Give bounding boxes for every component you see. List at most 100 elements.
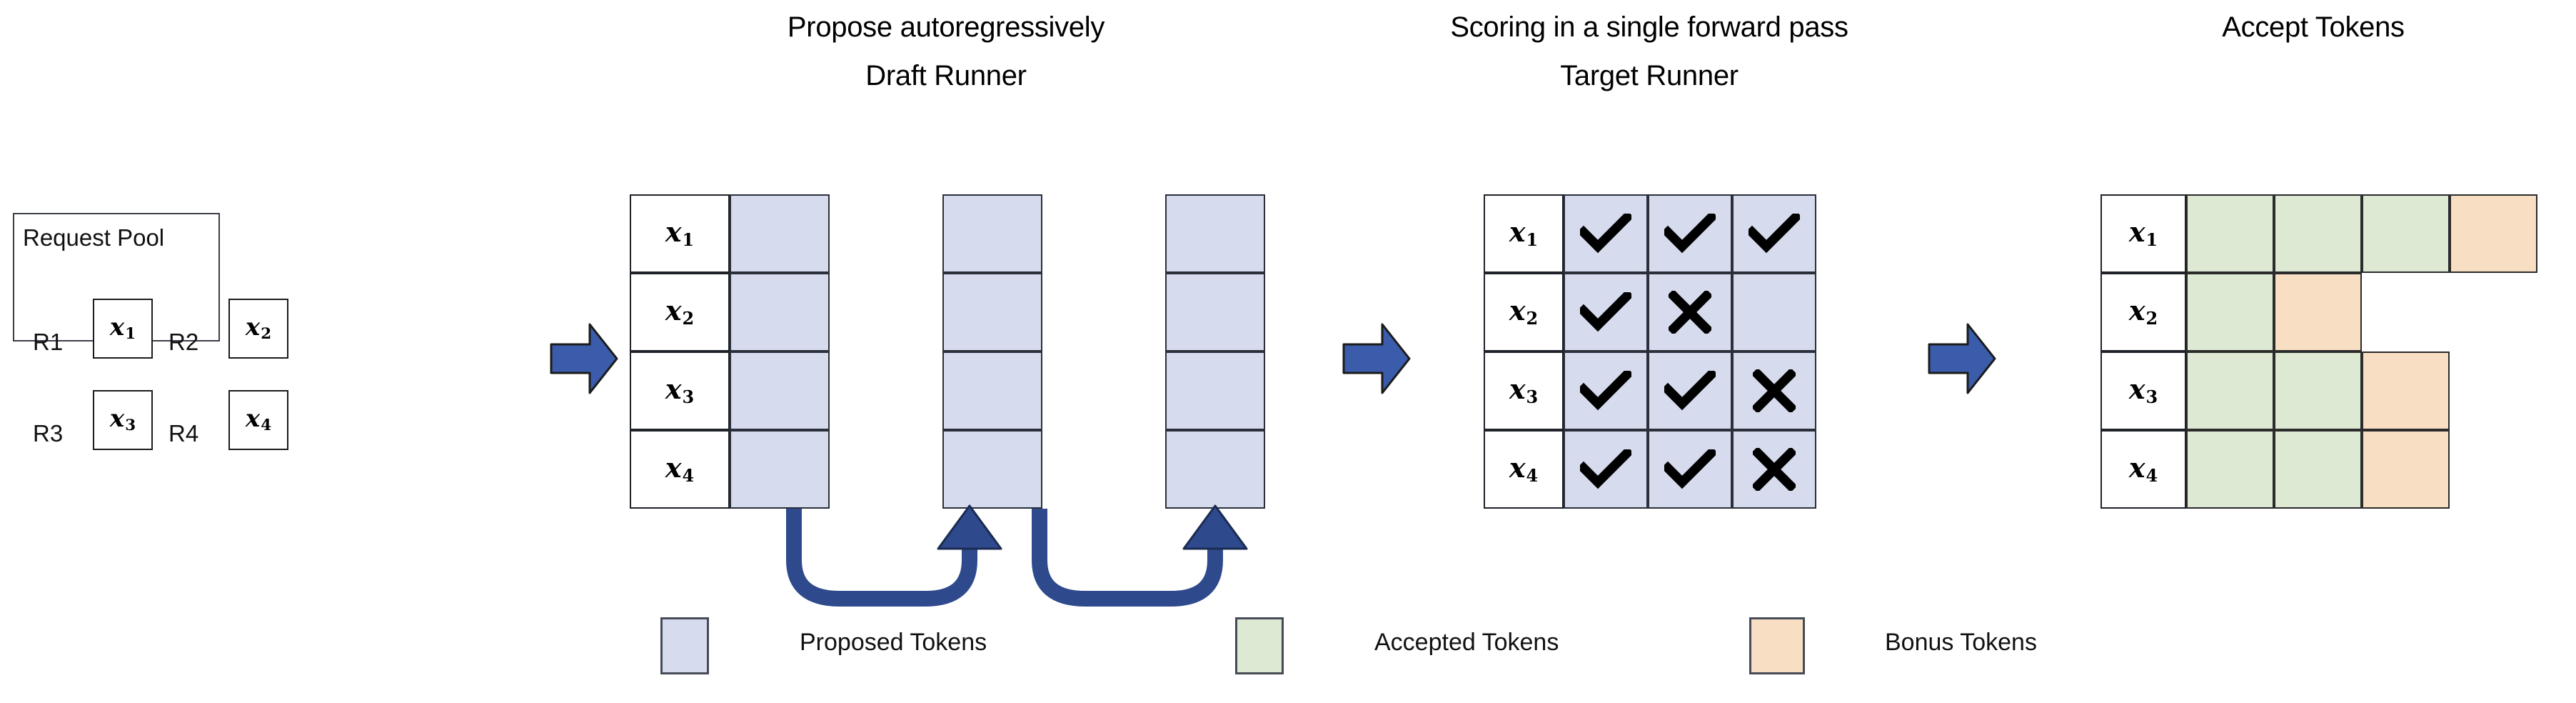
heading-target-runner: Target Runner	[1560, 60, 1739, 91]
flow-arrow-pool-to-draft-icon	[550, 321, 618, 396]
check-icon	[1664, 449, 1716, 489]
cross-icon	[1669, 291, 1711, 334]
accept-cell-r2c2	[2274, 273, 2362, 352]
legend-label-accepted: Accepted Tokens	[1374, 629, 1559, 656]
flow-arrow-target-to-accept-icon	[1928, 321, 1996, 396]
token-glyph: x3	[109, 404, 136, 435]
draft-cell-r3c1	[730, 352, 830, 430]
target-row-label-3: x3	[1484, 352, 1564, 430]
draft-cell-r1c1	[730, 194, 830, 273]
legend-swatch-bonus	[1749, 617, 1805, 674]
token-glyph: x3	[1509, 372, 1539, 407]
accept-cell-r3c3	[2362, 352, 2450, 430]
token-glyph: x4	[1509, 451, 1539, 486]
token-glyph: x4	[665, 451, 695, 486]
heading-draft-runner: Draft Runner	[865, 60, 1027, 91]
draft-loop-arrow-2-icon	[1028, 504, 1257, 619]
draft-row-label-2: x2	[630, 273, 730, 352]
target-cell-r3c2	[1648, 352, 1732, 430]
draft-cell-r4c3	[1165, 430, 1265, 509]
target-cell-r2c1	[1564, 273, 1648, 352]
check-icon	[1580, 449, 1631, 489]
request-token-box-r1: x1	[93, 299, 153, 359]
legend-swatch-accepted	[1235, 617, 1284, 674]
token-glyph: x1	[2128, 215, 2158, 250]
request-pool-title: Request Pool	[23, 224, 165, 251]
target-cell-r4c1	[1564, 430, 1648, 509]
request-token-box-r3: x3	[93, 390, 153, 450]
check-icon	[1664, 214, 1716, 254]
target-row-label-2: x2	[1484, 273, 1564, 352]
legend-label-proposed: Proposed Tokens	[800, 629, 987, 656]
target-cell-r3c3	[1732, 352, 1816, 430]
draft-row-label-4: x4	[630, 430, 730, 509]
check-icon	[1580, 371, 1631, 411]
request-token-box-r4: x4	[228, 390, 288, 450]
legend-swatch-proposed	[660, 617, 709, 674]
draft-cell-r3c2	[942, 352, 1042, 430]
token-glyph: x3	[665, 372, 695, 407]
legend-label-bonus: Bonus Tokens	[1885, 629, 2037, 656]
request-label-r1: R1	[33, 329, 64, 355]
accept-cell-r4c3	[2362, 430, 2450, 509]
request-label-r3: R3	[33, 420, 64, 447]
draft-cell-r2c3	[1165, 273, 1265, 352]
accept-cell-r3c1	[2186, 352, 2274, 430]
request-label-r2: R2	[168, 329, 199, 355]
check-icon	[1580, 214, 1631, 254]
heading-propose-autoregressively: Propose autoregressively	[787, 11, 1105, 43]
draft-row-label-1: x1	[630, 194, 730, 273]
accept-row-label-4: x4	[2100, 430, 2186, 509]
token-glyph: x4	[245, 404, 272, 435]
draft-cell-r4c1	[730, 430, 830, 509]
token-glyph: x3	[2128, 372, 2158, 407]
check-icon	[1664, 371, 1716, 411]
draft-cell-r4c2	[942, 430, 1042, 509]
cross-icon	[1753, 369, 1796, 412]
target-cell-r2c3	[1732, 273, 1816, 352]
cross-icon	[1753, 448, 1796, 491]
token-glyph: x1	[1509, 215, 1539, 250]
token-glyph: x2	[1509, 294, 1539, 329]
accept-cell-r1c1	[2186, 194, 2274, 273]
accept-row-label-2: x2	[2100, 273, 2186, 352]
accept-cell-r4c1	[2186, 430, 2274, 509]
check-icon	[1580, 292, 1631, 332]
accept-row-label-3: x3	[2100, 352, 2186, 430]
draft-cell-r1c2	[942, 194, 1042, 273]
accept-cell-r1c2	[2274, 194, 2362, 273]
heading-scoring-single-forward-pass: Scoring in a single forward pass	[1450, 11, 1848, 43]
target-cell-r4c3	[1732, 430, 1816, 509]
target-cell-r2c2	[1648, 273, 1732, 352]
target-cell-r1c1	[1564, 194, 1648, 273]
accept-cell-r2c1	[2186, 273, 2274, 352]
accept-cell-r1c3	[2362, 194, 2450, 273]
target-cell-r4c2	[1648, 430, 1732, 509]
accept-row-label-1: x1	[2100, 194, 2186, 273]
target-cell-r1c2	[1648, 194, 1732, 273]
draft-loop-arrow-1-icon	[783, 504, 1011, 619]
target-row-label-4: x4	[1484, 430, 1564, 509]
draft-cell-r2c2	[942, 273, 1042, 352]
token-glyph: x1	[109, 313, 136, 344]
accept-cell-r4c2	[2274, 430, 2362, 509]
token-glyph: x2	[2128, 294, 2158, 329]
accept-cell-r1c4	[2450, 194, 2537, 273]
target-cell-r3c1	[1564, 352, 1648, 430]
request-token-box-r2: x2	[228, 299, 288, 359]
token-glyph: x2	[665, 294, 695, 329]
token-glyph: x2	[245, 313, 272, 344]
accept-cell-r3c2	[2274, 352, 2362, 430]
target-cell-r1c3	[1732, 194, 1816, 273]
request-label-r4: R4	[168, 420, 199, 447]
draft-cell-r1c3	[1165, 194, 1265, 273]
draft-cell-r3c3	[1165, 352, 1265, 430]
check-icon	[1749, 214, 1800, 254]
flow-arrow-draft-to-target-icon	[1342, 321, 1411, 396]
token-glyph: x4	[2128, 451, 2158, 486]
heading-accept-tokens: Accept Tokens	[2222, 11, 2405, 43]
draft-row-label-3: x3	[630, 352, 730, 430]
token-glyph: x1	[665, 215, 695, 250]
draft-cell-r2c1	[730, 273, 830, 352]
target-row-label-1: x1	[1484, 194, 1564, 273]
